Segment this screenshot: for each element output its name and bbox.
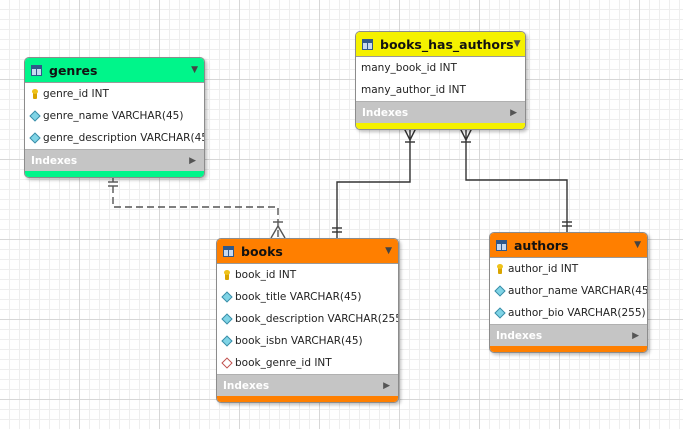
expand-arrow-icon[interactable]: ▶ (189, 155, 196, 166)
column-row[interactable]: genre_id INT (25, 83, 204, 105)
expand-arrow-icon[interactable]: ▶ (632, 330, 639, 341)
indexes-section[interactable]: Indexes ▶ (490, 324, 647, 346)
indexes-label: Indexes (496, 329, 543, 342)
foreign-key-diamond-icon (221, 357, 233, 369)
indexes-section[interactable]: Indexes ▶ (25, 149, 204, 171)
collapse-arrow-icon[interactable]: ▼ (385, 246, 392, 256)
table-icon (223, 245, 234, 257)
table-name: books (241, 243, 283, 259)
column-diamond-icon (221, 291, 233, 303)
table-header[interactable]: genres ▼ (25, 58, 204, 83)
column-label: genre_id INT (43, 88, 109, 100)
column-row[interactable]: book_isbn VARCHAR(45) (217, 330, 398, 352)
indexes-section[interactable]: Indexes ▶ (356, 101, 525, 123)
expand-arrow-icon[interactable]: ▶ (510, 107, 517, 118)
column-label: author_name VARCHAR(45) (508, 285, 648, 297)
column-row[interactable]: book_genre_id INT (217, 352, 398, 374)
relationship-genres-books[interactable] (108, 175, 286, 239)
column-label: many_book_id INT (361, 62, 457, 74)
table-footer (25, 171, 204, 177)
primary-key-icon (495, 263, 505, 274)
column-label: book_description VARCHAR(255) (235, 313, 399, 325)
column-row[interactable]: genre_description VARCHAR(45) (25, 127, 204, 149)
table-books-has-authors[interactable]: books_has_authors ▼ many_book_id INT man… (355, 31, 526, 130)
table-header[interactable]: authors ▼ (490, 233, 647, 258)
column-row[interactable]: author_name VARCHAR(45) (490, 280, 647, 302)
column-diamond-icon (29, 132, 41, 144)
table-footer (490, 346, 647, 352)
column-label: genre_name VARCHAR(45) (43, 110, 184, 122)
column-diamond-icon (494, 285, 506, 297)
table-books[interactable]: books ▼ book_id INT book_title VARCHAR(4… (216, 238, 399, 403)
table-genres[interactable]: genres ▼ genre_id INT genre_name VARCHAR… (24, 57, 205, 178)
column-diamond-icon (494, 307, 506, 319)
column-label: author_id INT (508, 263, 579, 275)
indexes-section[interactable]: Indexes ▶ (217, 374, 398, 396)
relationship-books-books-has-authors[interactable] (332, 127, 417, 238)
column-row[interactable]: many_author_id INT (356, 79, 525, 101)
column-row[interactable]: author_id INT (490, 258, 647, 280)
column-row[interactable]: many_book_id INT (356, 57, 525, 79)
table-footer (217, 396, 398, 402)
table-name: authors (514, 237, 569, 253)
column-diamond-icon (221, 313, 233, 325)
table-header[interactable]: books ▼ (217, 239, 398, 264)
primary-key-icon (222, 269, 232, 280)
column-label: book_isbn VARCHAR(45) (235, 335, 363, 347)
table-name: books_has_authors (380, 36, 514, 52)
table-icon (362, 38, 373, 50)
column-row[interactable]: genre_name VARCHAR(45) (25, 105, 204, 127)
indexes-label: Indexes (362, 106, 409, 119)
column-label: book_genre_id INT (235, 357, 332, 369)
column-label: genre_description VARCHAR(45) (43, 132, 205, 144)
expand-arrow-icon[interactable]: ▶ (383, 380, 390, 391)
collapse-arrow-icon[interactable]: ▼ (191, 65, 198, 75)
column-label: author_bio VARCHAR(255) (508, 307, 646, 319)
table-header[interactable]: books_has_authors ▼ (356, 32, 525, 57)
collapse-arrow-icon[interactable]: ▼ (513, 39, 521, 49)
table-footer (356, 123, 525, 129)
indexes-label: Indexes (31, 154, 78, 167)
table-icon (31, 64, 42, 76)
column-row[interactable]: book_title VARCHAR(45) (217, 286, 398, 308)
column-row[interactable]: author_bio VARCHAR(255) (490, 302, 647, 324)
column-diamond-icon (29, 110, 41, 122)
collapse-arrow-icon[interactable]: ▼ (634, 240, 641, 250)
table-authors[interactable]: authors ▼ author_id INT author_name VARC… (489, 232, 648, 353)
table-name: genres (49, 62, 98, 78)
relationship-authors-books-has-authors[interactable] (459, 127, 572, 232)
column-label: many_author_id INT (361, 84, 466, 96)
column-row[interactable]: book_description VARCHAR(255) (217, 308, 398, 330)
column-diamond-icon (221, 335, 233, 347)
column-label: book_title VARCHAR(45) (235, 291, 362, 303)
primary-key-icon (30, 88, 40, 99)
column-row[interactable]: book_id INT (217, 264, 398, 286)
table-icon (496, 239, 507, 251)
column-label: book_id INT (235, 269, 297, 281)
indexes-label: Indexes (223, 379, 270, 392)
